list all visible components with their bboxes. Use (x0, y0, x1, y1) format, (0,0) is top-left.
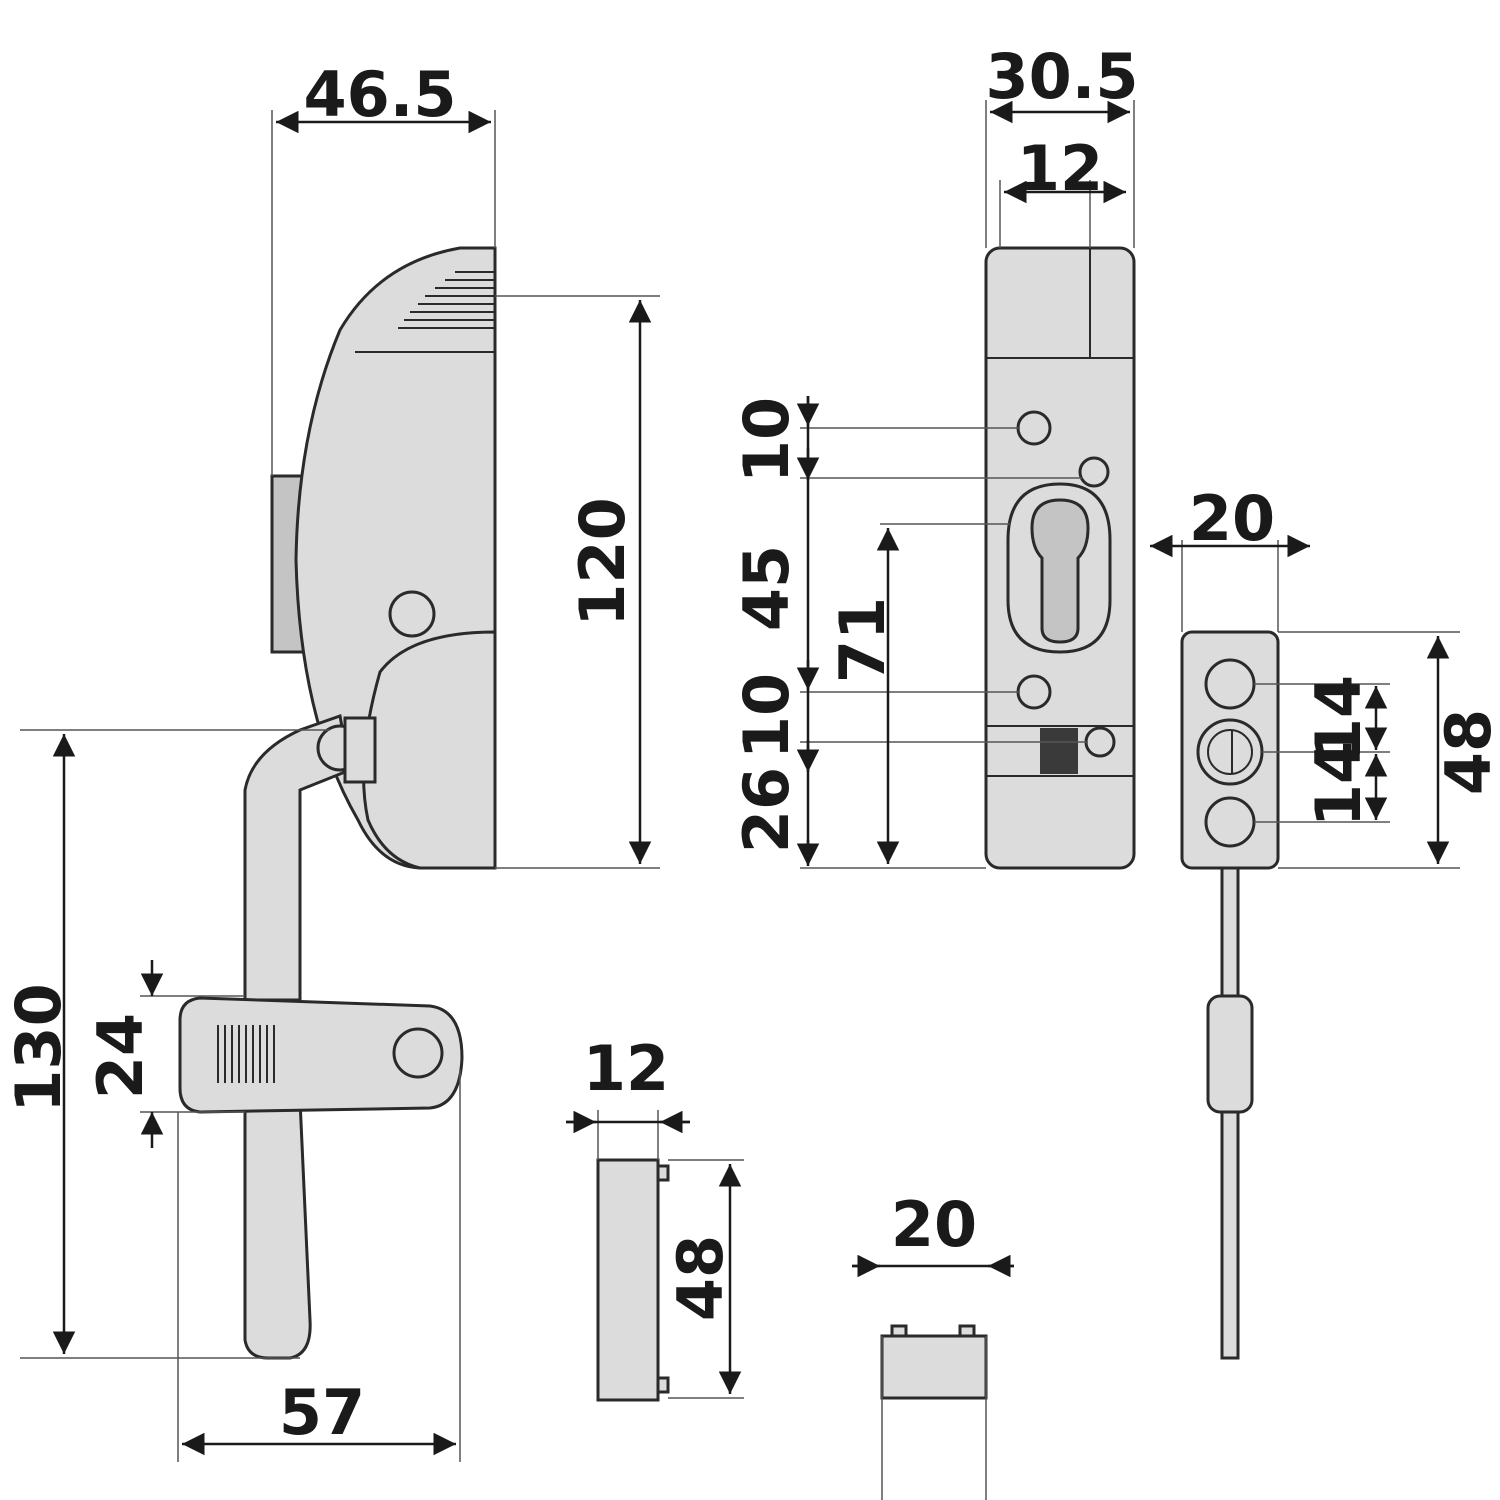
label-strike-height: 48 (664, 1235, 737, 1321)
label-lock-height: 120 (566, 497, 639, 626)
strike-plate (596, 1158, 670, 1402)
dimension-labels: 46.5 120 130 24 57 30.5 12 10 45 71 10 2… (2, 40, 1500, 1449)
handle-grip (178, 996, 464, 1114)
label-keeper-width: 20 (1189, 482, 1275, 555)
lock-body-side-view (270, 246, 497, 870)
keeper-top-hole (1204, 658, 1256, 710)
label-lock-width: 46.5 (304, 58, 457, 131)
keeper-bottom-hole (1204, 796, 1256, 848)
pivot-screw (388, 590, 436, 638)
cap-body (880, 1334, 988, 1400)
keyhole-profile (1030, 498, 1090, 644)
label-cap-width: 20 (891, 1188, 977, 1261)
cap-pin-right (958, 1324, 976, 1338)
dimension-lines (52, 100, 1450, 1456)
lower-screw-hole (1016, 674, 1052, 710)
handle-hook (243, 1098, 312, 1360)
lock-front-view (984, 246, 1136, 870)
strike-body (596, 1158, 660, 1402)
extension-lines (20, 100, 1460, 1500)
keeper-assembly (1180, 630, 1280, 1360)
label-handle-width: 57 (279, 1376, 365, 1449)
label-front-cylinder-height: 45 (730, 545, 803, 631)
strike-tab-bottom (656, 1376, 670, 1394)
label-front-bottom: 26 (730, 767, 803, 853)
handle-bracket (343, 716, 377, 784)
label-keeper-spacing-2: 14 (1302, 741, 1375, 827)
label-strike-width: 12 (583, 1032, 669, 1105)
latch-bolt (1040, 728, 1078, 774)
label-cylinder-to-bottom: 71 (826, 597, 899, 683)
label-keeper-height: 48 (1432, 709, 1500, 795)
label-front-top-gap: 10 (730, 397, 803, 483)
label-grip-height: 24 (84, 1013, 157, 1099)
label-front-inner-width: 12 (1017, 132, 1103, 205)
label-handle-height: 130 (2, 983, 75, 1112)
end-cap (880, 1324, 988, 1400)
bolt-screw-hole (1084, 726, 1116, 758)
lever-handle (178, 714, 464, 1360)
cap-pin-left (890, 1324, 908, 1338)
top-screw-hole (1016, 410, 1052, 446)
strike-tab-top (656, 1164, 670, 1182)
vent-grille (398, 271, 495, 329)
label-front-lower-gap: 10 (730, 673, 803, 759)
grip-texture (217, 1025, 275, 1083)
grip-lock-button (392, 1027, 444, 1079)
side-screw-hole (1078, 456, 1110, 488)
label-front-width: 30.5 (986, 40, 1139, 113)
label-keeper-spacing-1: 14 (1302, 675, 1375, 761)
handle-base-cover (362, 630, 497, 870)
rod-guide (1206, 994, 1254, 1114)
